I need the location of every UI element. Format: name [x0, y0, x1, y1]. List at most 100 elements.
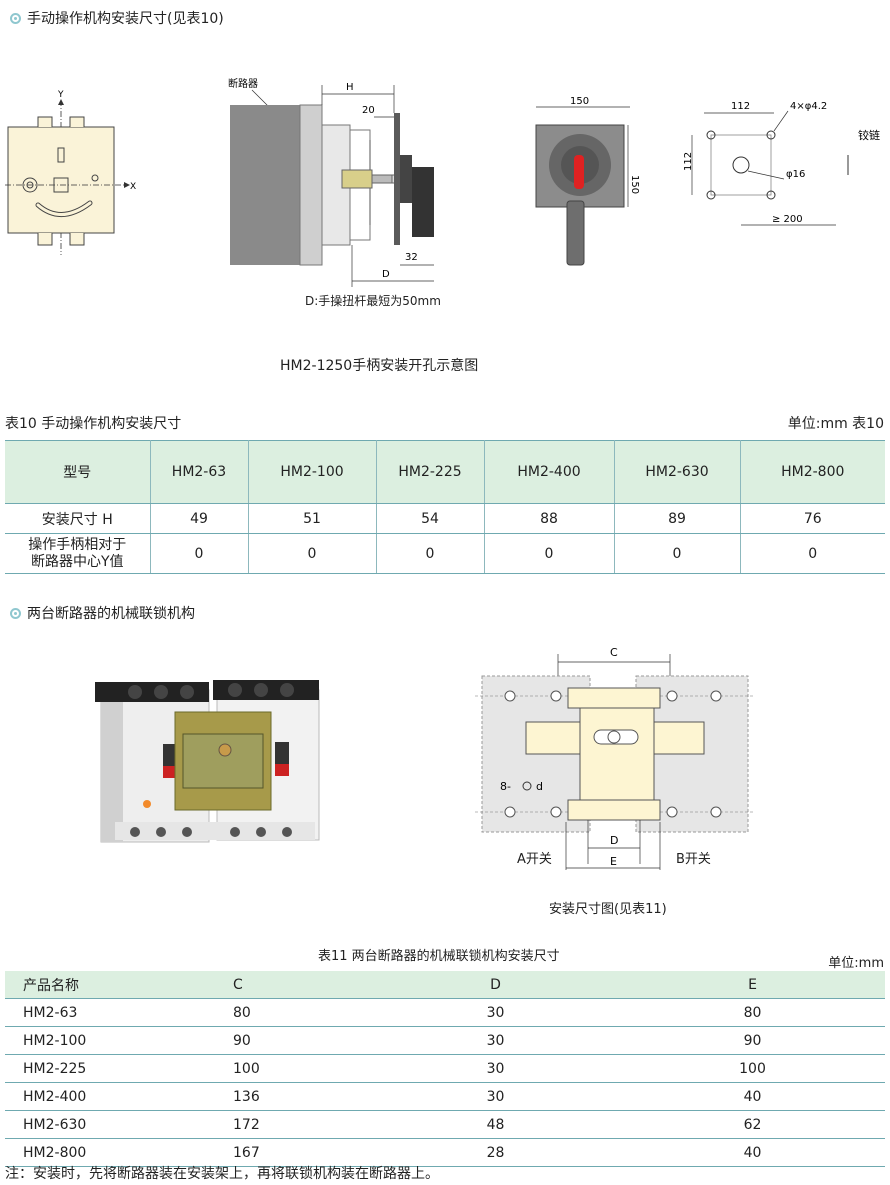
- table-cell: HM2-225: [5, 1054, 127, 1083]
- header-cell: 产品名称: [5, 971, 127, 999]
- table-cell: 80: [620, 998, 885, 1027]
- table-row: HM2-800 167 28 40: [5, 1138, 885, 1167]
- table-cell: 167: [127, 1138, 371, 1167]
- section-heading-manual: 手动操作机构安装尺寸(见表10): [10, 8, 224, 28]
- handle-front-diagram: 150 150: [535, 96, 640, 266]
- table-header-row: 产品名称 C D E: [5, 971, 885, 999]
- table-cell: 40: [620, 1138, 885, 1167]
- table11-title: 表11 两台断路器的机械联锁机构安装尺寸: [318, 949, 560, 964]
- header-cell: HM2-400: [483, 440, 614, 504]
- table-cell: 30: [371, 1054, 620, 1083]
- header-cell: HM2-100: [247, 440, 376, 504]
- table-row: HM2-225 100 30 100: [5, 1054, 885, 1083]
- table-row: HM2-63 80 30 80: [5, 998, 885, 1027]
- axis-y-label: Y: [57, 90, 64, 100]
- dim-150-height-label: 150: [629, 175, 640, 194]
- header-cell: HM2-225: [375, 440, 484, 504]
- switch-b-label: B开关: [676, 852, 711, 867]
- section-heading-interlock: 两台断路器的机械联锁机构: [10, 603, 195, 623]
- table-cell: 62: [620, 1110, 885, 1139]
- dim-20-label: 20: [362, 105, 375, 116]
- table-cell: 安装尺寸 H: [5, 503, 150, 534]
- header-cell: 型号: [5, 440, 150, 504]
- circle-bullet-icon: [10, 607, 21, 619]
- table-cell: 30: [371, 1082, 620, 1111]
- dim-150-width-label: 150: [570, 96, 589, 107]
- table-cell: 136: [127, 1082, 371, 1111]
- install-dimension-diagram: C 8- d D E: [475, 646, 755, 870]
- table-cell: 0: [613, 533, 740, 574]
- header-cell: HM2-630: [613, 440, 740, 504]
- table-cell: 100: [127, 1054, 371, 1083]
- table-cell: 90: [620, 1026, 885, 1055]
- d-dimension-label: D: [382, 269, 390, 280]
- table-cell: 0: [247, 533, 376, 574]
- hole-pattern-diagram: 112 112 4×φ4.2 φ16 ≥ 200 铰链: [683, 101, 880, 226]
- table-cell: 88: [483, 503, 614, 534]
- table-header-row: 型号 HM2-63 HM2-100 HM2-225 HM2-400 HM2-63…: [5, 440, 885, 504]
- table-cell: 30: [371, 998, 620, 1027]
- diagram-caption: HM2-1250手柄安装开孔示意图: [280, 358, 479, 374]
- breaker-label: 断路器: [228, 77, 258, 90]
- table-cell: HM2-100: [5, 1026, 127, 1055]
- table11: 产品名称 C D E HM2-63 80 30 80 HM2-100 90 30…: [5, 971, 885, 1167]
- table-row: 安装尺寸 H 49 51 54 88 89 76: [5, 503, 885, 534]
- dim-32-label: 32: [405, 252, 418, 263]
- hole-d-label: d: [536, 780, 543, 793]
- dim-112-height-label: 112: [683, 152, 694, 171]
- dim-112-width-label: 112: [731, 101, 750, 112]
- section-title: 两台断路器的机械联锁机构: [27, 606, 195, 622]
- holes-label: 4×φ4.2: [790, 101, 827, 112]
- table-cell: HM2-800: [5, 1138, 127, 1167]
- table-row: 操作手柄相对于 断路器中心Y值 0 0 0 0 0 0: [5, 533, 885, 574]
- table-cell: 0: [483, 533, 614, 574]
- table-row: HM2-630 172 48 62: [5, 1110, 885, 1139]
- dim-e-label: E: [610, 855, 617, 868]
- table-cell: 100: [620, 1054, 885, 1083]
- table-cell: 40: [620, 1082, 885, 1111]
- table-cell: HM2-63: [5, 998, 127, 1027]
- table-row: HM2-100 90 30 90: [5, 1026, 885, 1055]
- table10: 型号 HM2-63 HM2-100 HM2-225 HM2-400 HM2-63…: [5, 440, 885, 574]
- dim-d-label: D: [610, 834, 618, 847]
- side-view-diagram: 断路器 H 20 32 D: [228, 77, 434, 287]
- interlock-product-image: [95, 680, 320, 843]
- table-cell: 48: [371, 1110, 620, 1139]
- table-cell: 172: [127, 1110, 371, 1139]
- table-cell: 54: [375, 503, 484, 534]
- hinge-label: 铰链: [858, 128, 880, 142]
- table-cell: 操作手柄相对于 断路器中心Y值: [5, 533, 150, 574]
- table-cell: 76: [739, 503, 885, 534]
- switch-a-label: A开关: [517, 852, 552, 867]
- header-cell: HM2-63: [149, 440, 248, 504]
- circle-bullet-icon: [10, 12, 21, 24]
- table-cell: 90: [127, 1026, 371, 1055]
- table-cell: 89: [613, 503, 740, 534]
- header-cell: E: [620, 971, 885, 999]
- table-cell: HM2-630: [5, 1110, 127, 1139]
- table-cell: 51: [247, 503, 376, 534]
- ge200-label: ≥ 200: [772, 214, 803, 225]
- table-cell: HM2-400: [5, 1082, 127, 1111]
- header-cell: C: [127, 971, 371, 999]
- phi16-label: φ16: [786, 169, 805, 180]
- holes-8-label: 8-: [500, 780, 511, 793]
- table-cell: 0: [149, 533, 248, 574]
- table-row: HM2-400 136 30 40: [5, 1082, 885, 1111]
- front-view-diagram: Y X: [5, 90, 136, 255]
- table-cell: 0: [739, 533, 885, 574]
- header-cell: HM2-800: [739, 440, 885, 504]
- h-dimension-label: H: [346, 82, 354, 93]
- table11-unit: 单位:mm: [828, 956, 884, 971]
- dim-c-label: C: [610, 646, 618, 659]
- header-cell: D: [371, 971, 620, 999]
- handle-note: D:手操扭杆最短为50mm: [305, 294, 441, 308]
- table10-title: 表10 手动操作机构安装尺寸: [5, 416, 182, 432]
- install-caption: 安装尺寸图(见表11): [549, 902, 667, 917]
- section-title: 手动操作机构安装尺寸(见表10): [27, 11, 224, 27]
- table-cell: 30: [371, 1026, 620, 1055]
- table-cell: 0: [375, 533, 484, 574]
- footnote: 注：安装时，先将断路器装在安装架上，再将联锁机构装在断路器上。: [5, 1166, 439, 1182]
- table-cell: 49: [149, 503, 248, 534]
- table-cell: 80: [127, 998, 371, 1027]
